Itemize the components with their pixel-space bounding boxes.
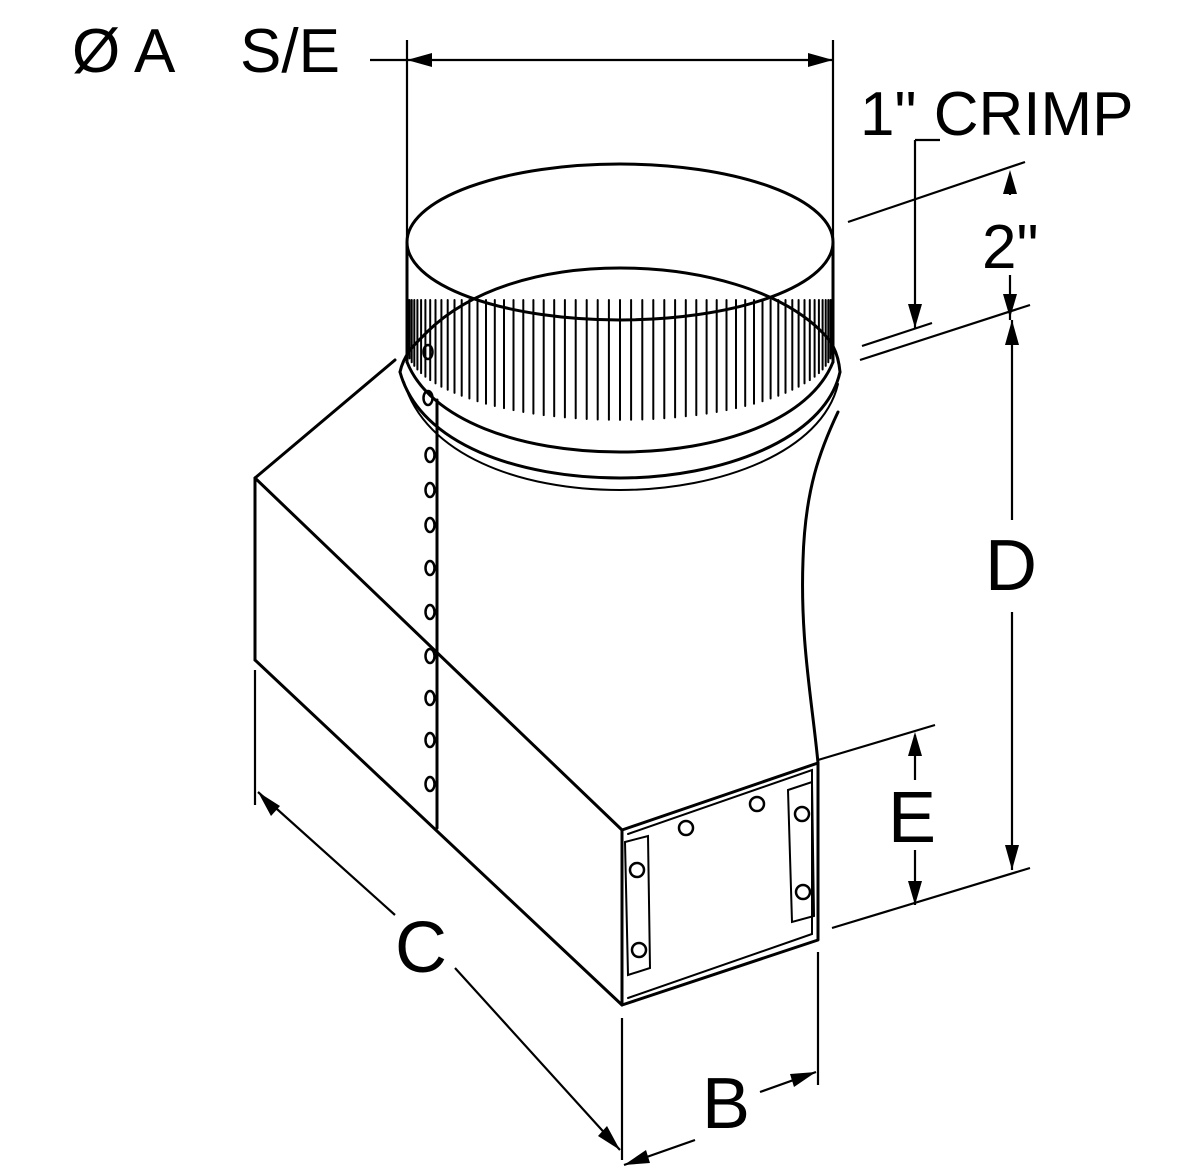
left-tab xyxy=(623,834,652,977)
arrow xyxy=(258,792,280,816)
collar-bead-1 xyxy=(405,360,835,454)
screw xyxy=(793,805,811,823)
label-collar-height: 2" xyxy=(982,213,1039,282)
dim-crimp-leader xyxy=(913,138,940,328)
dimensions xyxy=(253,40,1031,1167)
rivet xyxy=(424,775,436,793)
arrow xyxy=(1005,320,1019,345)
label-start-end: S/E xyxy=(240,17,340,86)
dim-2in-ext-top xyxy=(847,160,1026,224)
dim-2in-ext-crimp xyxy=(861,321,933,348)
screw xyxy=(794,883,812,901)
screw xyxy=(677,819,695,837)
box-bottom-edge xyxy=(253,658,624,1007)
screw xyxy=(748,795,766,813)
collar-bead-2 xyxy=(398,370,842,480)
collar-bead-4 xyxy=(403,381,839,492)
dim-e-ext-top xyxy=(817,723,936,762)
right-tab xyxy=(786,780,816,924)
label-crimp: 1" CRIMP xyxy=(860,80,1134,149)
rivet xyxy=(424,689,436,707)
arrow xyxy=(808,53,833,67)
rivet xyxy=(424,731,436,749)
arrow xyxy=(1003,170,1017,194)
labels: Ø A S/E 1" CRIMP 2" D E C B xyxy=(72,17,1134,1144)
arrow xyxy=(908,881,922,905)
arrow xyxy=(908,304,922,328)
label-diameter-a: Ø A xyxy=(72,17,176,86)
arrow xyxy=(1003,294,1017,318)
arrow xyxy=(407,53,432,67)
dim-d-ext-bottom xyxy=(831,866,1031,930)
screw xyxy=(630,941,648,959)
label-e: E xyxy=(888,778,936,858)
front-face-tabs xyxy=(623,780,816,977)
arrow xyxy=(790,1072,816,1087)
boot-front-face-inner xyxy=(627,768,813,999)
rivet xyxy=(424,559,436,577)
arrow xyxy=(624,1150,650,1165)
label-c: C xyxy=(395,908,447,988)
label-b: B xyxy=(702,1064,750,1144)
box-left-face xyxy=(253,358,397,662)
crimp-lines xyxy=(406,299,834,421)
body-right-curve xyxy=(801,410,840,765)
screw xyxy=(628,861,646,879)
collar-inner-rim xyxy=(425,266,824,334)
arrow xyxy=(598,1126,620,1150)
rivet xyxy=(424,481,436,499)
fitting-body xyxy=(253,358,840,1007)
rivet xyxy=(424,446,436,464)
boot-front-face xyxy=(620,761,820,1007)
label-d: D xyxy=(985,526,1037,606)
rivet xyxy=(424,603,436,621)
arrow xyxy=(908,732,922,756)
arrow xyxy=(1005,845,1019,870)
seam-rivets xyxy=(422,343,436,793)
dim-2in-ext-bottom xyxy=(859,303,1031,362)
rivet xyxy=(424,647,436,665)
rivet xyxy=(424,516,436,534)
dim-c-line xyxy=(257,791,621,1151)
